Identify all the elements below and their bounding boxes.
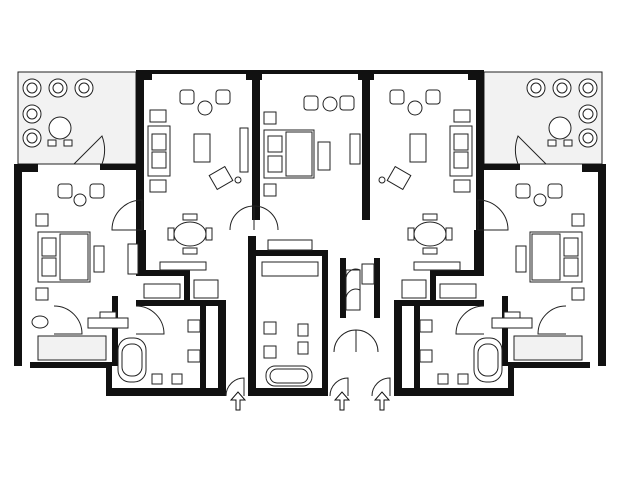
center-bathroom	[261, 239, 319, 387]
sink-icon	[419, 319, 433, 363]
desk-chair	[99, 311, 117, 319]
bench	[93, 245, 105, 273]
vanity	[267, 239, 313, 251]
bathtub-icon	[473, 337, 503, 383]
armchair-icon	[515, 183, 563, 207]
door-swing-icon	[53, 135, 279, 335]
door-swing-icon	[333, 329, 379, 353]
toilet-icon	[151, 373, 183, 385]
left-bathroom	[117, 279, 219, 385]
toilet-icon	[297, 323, 309, 355]
bathtub-icon	[117, 337, 147, 383]
bench	[317, 141, 331, 171]
sofa-icon	[147, 109, 171, 193]
door-swing-icon	[225, 377, 391, 397]
toilet-icon	[437, 373, 469, 385]
left-terrace	[17, 71, 137, 165]
left-bedroom	[31, 183, 139, 329]
tv-console	[239, 127, 249, 173]
sofa-icon	[449, 109, 473, 193]
closet	[345, 263, 375, 311]
terrace-table	[547, 116, 573, 147]
right-terrace	[483, 71, 603, 165]
sink-icon	[263, 321, 277, 359]
armchair-icon	[179, 89, 242, 191]
right-living-room	[378, 89, 473, 193]
armchair-icon	[57, 183, 105, 207]
sink-icon	[187, 319, 201, 363]
tv-unit	[127, 243, 139, 275]
bed-icon	[529, 213, 585, 301]
terrace-table	[47, 116, 73, 147]
shower	[143, 283, 181, 299]
left-living-room	[147, 89, 249, 193]
center-living-room	[263, 95, 361, 197]
balcony	[37, 335, 107, 361]
bathtub-icon	[31, 315, 49, 329]
entry-arrow-icon	[229, 391, 391, 411]
sideboard	[159, 261, 207, 271]
dining-table-icon	[159, 213, 213, 271]
shower	[261, 261, 319, 277]
left-unit	[14, 70, 279, 396]
bed-icon	[35, 213, 91, 301]
armchair-icon	[378, 89, 441, 191]
door-swing-icon	[455, 135, 567, 335]
right-unit	[372, 70, 606, 396]
wardrobe	[193, 279, 219, 299]
coffee-table	[193, 133, 211, 163]
tv-unit	[349, 133, 361, 165]
right-bathroom	[401, 279, 503, 385]
desk	[87, 317, 129, 329]
bed-icon	[263, 111, 315, 197]
center-core	[248, 70, 380, 396]
right-bedroom	[491, 183, 585, 329]
plant-icon	[526, 78, 598, 148]
armchair-icon	[303, 95, 355, 112]
plant-icon	[22, 78, 94, 148]
dining-table-icon	[407, 213, 461, 271]
bathtub-icon	[265, 365, 313, 387]
